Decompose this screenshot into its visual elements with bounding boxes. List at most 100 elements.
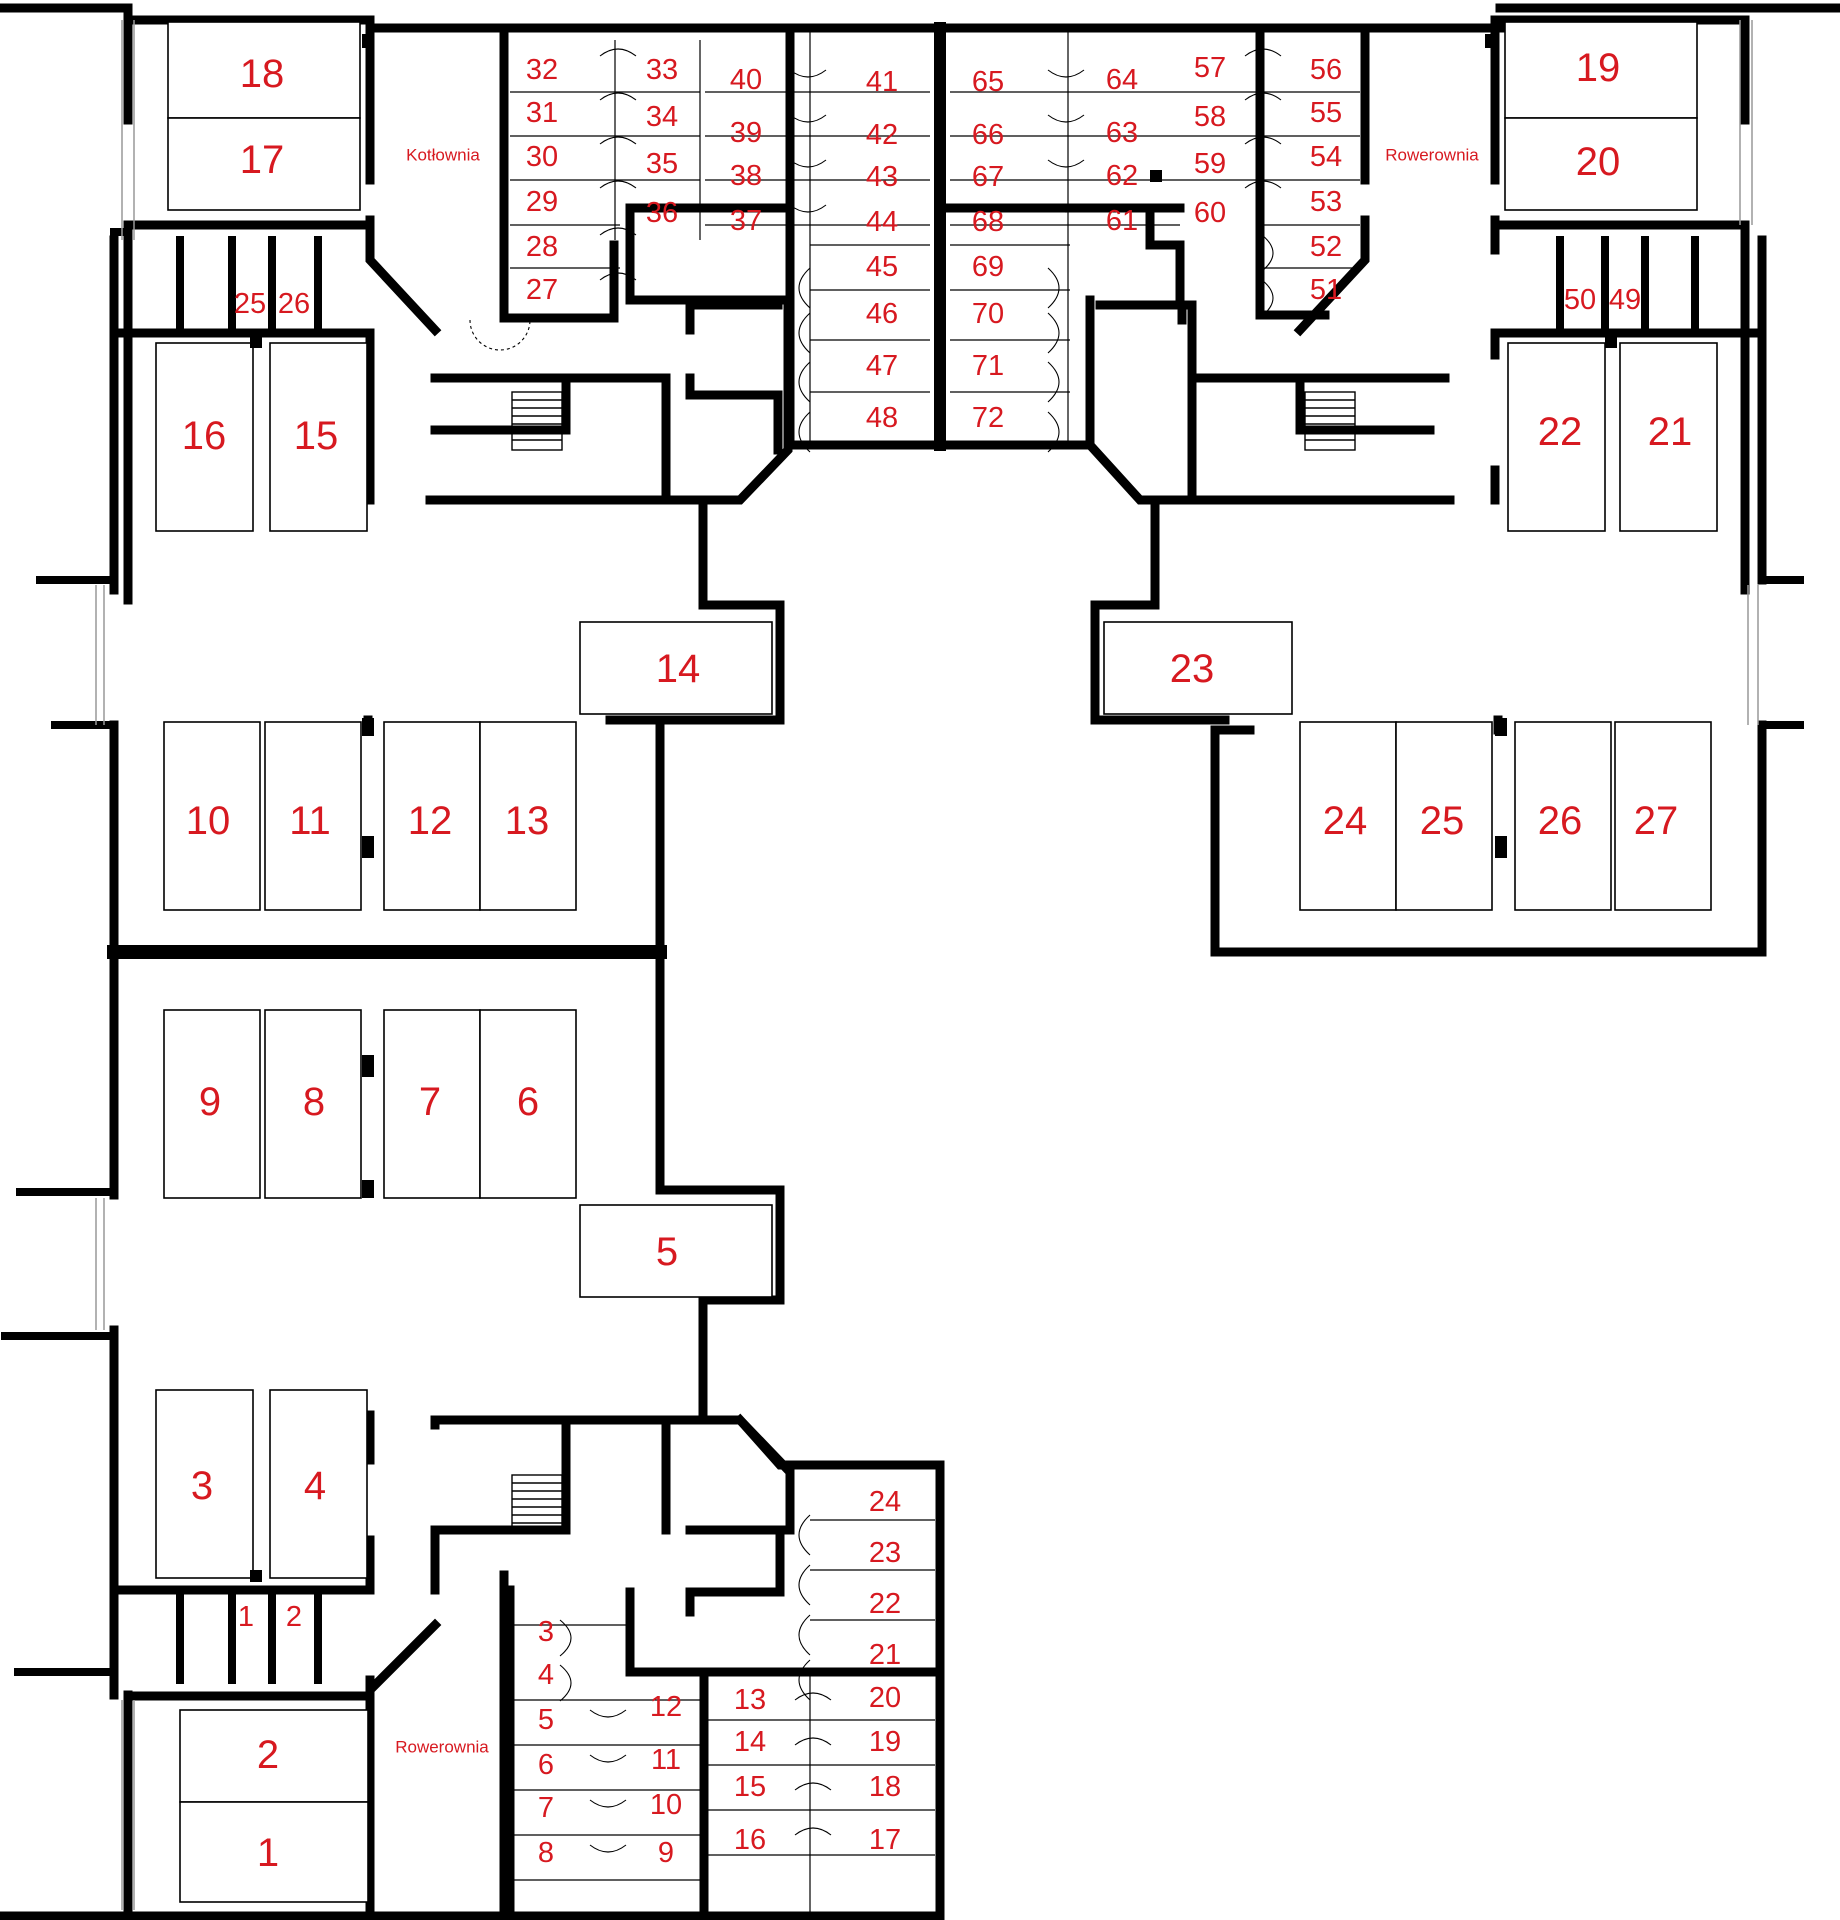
storage-label: 2 <box>286 1601 302 1633</box>
storage-label: 16 <box>734 1824 766 1856</box>
storage-label: 1 <box>238 1601 254 1633</box>
storage-label: 67 <box>972 161 1004 193</box>
storage-label: 45 <box>866 251 898 283</box>
storage-label: 17 <box>869 1824 901 1856</box>
storage-locker-grid <box>510 28 1360 1916</box>
storage-label: 66 <box>972 119 1004 151</box>
storage-label: 20 <box>869 1682 901 1714</box>
storage-label: 60 <box>1194 197 1226 229</box>
storage-label: 22 <box>869 1588 901 1620</box>
storage-label: 19 <box>869 1726 901 1758</box>
storage-label: 30 <box>526 141 558 173</box>
parking-label: 1 <box>257 1831 279 1875</box>
storage-label: 3 <box>538 1616 554 1648</box>
storage-label: 50 <box>1564 284 1596 316</box>
storage-label: 51 <box>1310 274 1342 306</box>
parking-label: 7 <box>419 1080 441 1124</box>
storage-label: 39 <box>730 117 762 149</box>
storage-label: 33 <box>646 54 678 86</box>
parking-label: 10 <box>186 799 231 843</box>
storage-label: 14 <box>734 1726 766 1758</box>
parking-labels: 18 17 19 20 16 15 22 21 14 23 10 11 12 1… <box>182 46 1693 1875</box>
parking-label: 25 <box>1420 799 1465 843</box>
storage-label: 52 <box>1310 231 1342 263</box>
storage-label: 6 <box>538 1749 554 1781</box>
room-name-bike-bottom: Rowerownia <box>395 1738 489 1757</box>
storage-label: 43 <box>866 161 898 193</box>
parking-label: 5 <box>656 1230 678 1274</box>
parking-label: 20 <box>1576 140 1621 184</box>
parking-label: 4 <box>304 1464 326 1508</box>
storage-label: 21 <box>869 1639 901 1671</box>
storage-label: 56 <box>1310 54 1342 86</box>
structural-posts <box>250 34 1617 1582</box>
parking-label: 3 <box>191 1464 213 1508</box>
parking-label: 13 <box>505 799 550 843</box>
storage-label: 46 <box>866 298 898 330</box>
storage-label: 34 <box>646 101 678 133</box>
storage-label: 11 <box>651 1744 681 1776</box>
storage-label: 23 <box>869 1537 901 1569</box>
parking-label: 22 <box>1538 410 1583 454</box>
parking-label: 21 <box>1648 410 1693 454</box>
storage-label: 49 <box>1609 284 1641 316</box>
storage-label: 64 <box>1106 64 1138 96</box>
storage-label: 53 <box>1310 186 1342 218</box>
parking-label: 16 <box>182 414 227 458</box>
storage-label: 36 <box>646 197 678 229</box>
door-swings <box>469 48 1282 1853</box>
parking-label: 6 <box>517 1080 539 1124</box>
storage-label: 4 <box>538 1659 554 1691</box>
storage-label: 59 <box>1194 148 1226 180</box>
parking-label: 9 <box>199 1080 221 1124</box>
storage-label: 32 <box>526 54 558 86</box>
parking-label: 18 <box>240 52 285 96</box>
storage-label: 44 <box>866 206 898 238</box>
storage-label: 15 <box>734 1771 766 1803</box>
storage-label: 69 <box>972 251 1004 283</box>
parking-label: 23 <box>1170 647 1215 691</box>
storage-label: 13 <box>734 1684 766 1716</box>
storage-label: 24 <box>869 1486 901 1518</box>
storage-label: 54 <box>1310 141 1342 173</box>
storage-label: 62 <box>1106 160 1138 192</box>
storage-label: 63 <box>1106 117 1138 149</box>
parking-label: 15 <box>294 414 339 458</box>
parking-label: 12 <box>408 799 453 843</box>
storage-label: 41 <box>866 66 898 98</box>
storage-label: 55 <box>1310 97 1342 129</box>
stairs <box>511 391 1356 1534</box>
storage-label: 9 <box>658 1837 674 1869</box>
room-name-bike-right: Rowerownia <box>1385 146 1479 165</box>
storage-label: 70 <box>972 298 1004 330</box>
storage-label: 38 <box>730 160 762 192</box>
storage-label: 37 <box>730 205 762 237</box>
room-name-boiler: Kotłownia <box>406 146 480 165</box>
storage-label: 8 <box>538 1837 554 1869</box>
parking-label: 11 <box>289 799 331 843</box>
storage-label: 31 <box>526 97 558 129</box>
storage-label: 40 <box>730 64 762 96</box>
storage-label: 61 <box>1106 205 1138 237</box>
storage-label: 26 <box>278 288 310 320</box>
parking-label: 24 <box>1323 799 1368 843</box>
parking-label: 17 <box>240 138 285 182</box>
parking-label: 26 <box>1538 799 1583 843</box>
storage-label: 28 <box>526 231 558 263</box>
storage-label: 57 <box>1194 52 1226 84</box>
storage-bottom-labels: 1 2 3 4 5 6 7 8 9 10 11 12 13 14 15 16 1… <box>238 1486 901 1869</box>
storage-label: 65 <box>972 66 1004 98</box>
storage-label: 7 <box>538 1792 554 1824</box>
building-walls <box>0 3 1840 1920</box>
storage-label: 72 <box>972 402 1004 434</box>
parking-label: 27 <box>1634 799 1679 843</box>
storage-label: 27 <box>526 274 558 306</box>
storage-label: 29 <box>526 186 558 218</box>
storage-label: 47 <box>866 350 898 382</box>
windows <box>95 20 1759 1910</box>
storage-label: 42 <box>866 119 898 151</box>
parking-label: 19 <box>1576 46 1621 90</box>
storage-label: 25 <box>234 288 266 320</box>
storage-label: 18 <box>869 1771 901 1803</box>
